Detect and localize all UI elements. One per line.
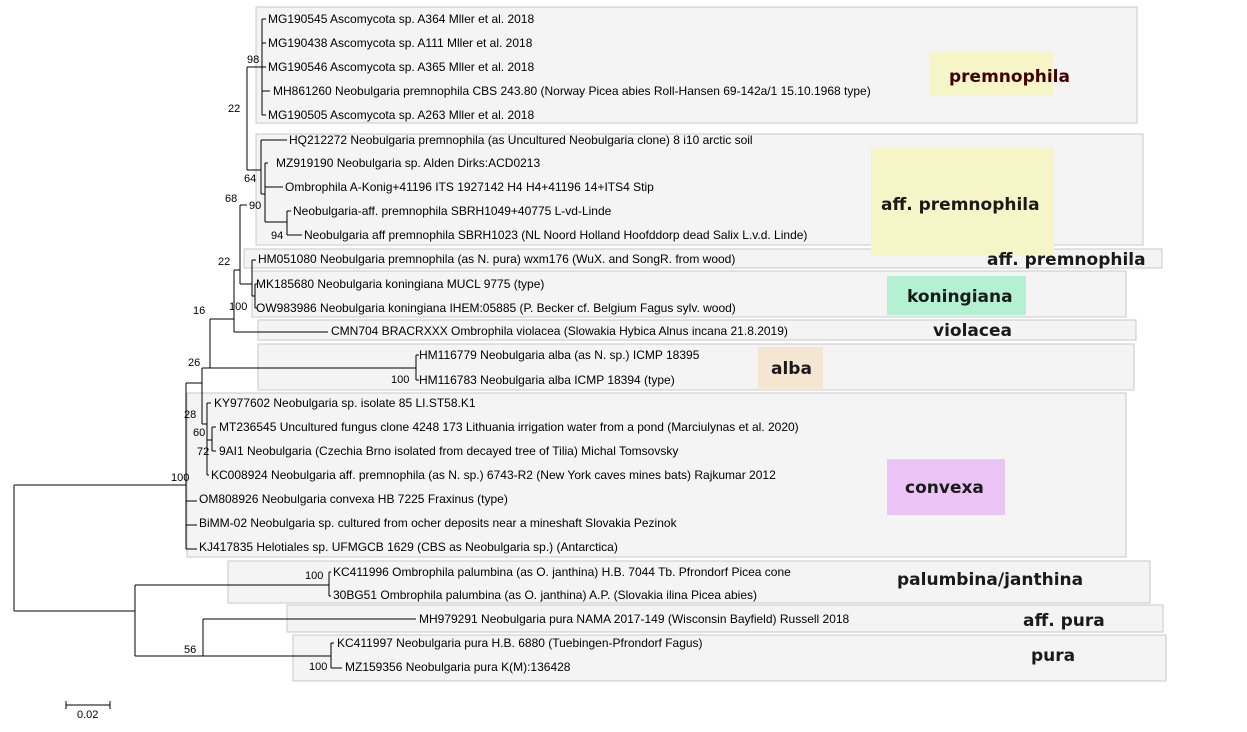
chip-alba	[758, 347, 823, 390]
tip-label: 9AI1 Neobulgaria (Czechia Brno isolated …	[219, 444, 678, 458]
tip-label: OW983986 Neobulgaria koningiana IHEM:058…	[256, 301, 736, 315]
box-palumbina	[227, 560, 1151, 604]
group-label-alba: alba	[771, 359, 812, 379]
bootstrap-value: 90	[249, 200, 261, 212]
tip-label: KC411997 Neobulgaria pura H.B. 6880 (Tue…	[337, 636, 703, 650]
box-pura	[292, 634, 1167, 682]
tip-label: HM051080 Neobulgaria premnophila (as N. …	[258, 252, 735, 266]
bootstrap-value: 56	[184, 644, 196, 656]
tip-label: KC008924 Neobulgaria aff. premnophila (a…	[211, 468, 776, 482]
tip-label: BiMM-02 Neobulgaria sp. cultured from oc…	[199, 516, 678, 530]
bootstrap-value: 28	[184, 409, 196, 421]
tip-label: MZ919190 Neobulgaria sp. Alden Dirks:ACD…	[276, 156, 540, 170]
tip-label: Neobulgaria aff premnophila SBRH1023 (NL…	[304, 228, 807, 242]
chip-premnophila	[929, 51, 1053, 96]
box-aff-pura	[286, 604, 1164, 633]
bootstrap-value: 100	[309, 661, 327, 673]
tip-labels: MG190545 Ascomycota sp. A364 Mller et al…	[199, 12, 871, 674]
bootstrap-value: 16	[193, 305, 205, 317]
tip-label: CMN704 BRACRXXX Ombrophila violacea (Slo…	[331, 324, 788, 338]
bootstrap-value: 100	[229, 301, 247, 313]
tip-label: MK185680 Neobulgaria koningiana MUCL 977…	[256, 277, 544, 291]
scale-bar: 0.02	[65, 701, 111, 721]
tip-label: MG190505 Ascomycota sp. A263 Mller et al…	[268, 108, 534, 122]
bootstrap-value: 100	[305, 570, 323, 582]
group-label-aff-pura: aff. pura	[1023, 611, 1105, 631]
tip-label: KC411996 Ombrophila palumbina (as O. jan…	[333, 565, 791, 579]
group-label-palumbina-janthina: palumbina/janthina	[897, 570, 1083, 590]
group-label-convexa: convexa	[905, 478, 984, 498]
bootstrap-value: 100	[171, 472, 189, 484]
group-chips	[758, 51, 1054, 515]
tip-label: KJ417835 Helotiales sp. UFMGCB 1629 (CBS…	[199, 540, 618, 554]
group-label-pura: pura	[1031, 646, 1075, 666]
tip-label: HM116783 Neobulgaria alba ICMP 18394 (ty…	[419, 373, 675, 387]
tip-label: MZ159356 Neobulgaria pura K(M):136428	[345, 660, 571, 674]
tree-branches	[13, 18, 419, 669]
box-violacea	[257, 319, 1137, 341]
tip-label: Neobulgaria-aff. premnophila SBRH1049+40…	[293, 204, 612, 218]
group-label-aff-premnophila-2: aff. premnophila	[987, 250, 1146, 270]
bootstrap-value: 22	[228, 103, 240, 115]
tip-label: HQ212272 Neobulgaria premnophila (as Unc…	[289, 133, 753, 147]
chip-convexa	[887, 459, 1005, 515]
tip-label: KY977602 Neobulgaria sp. isolate 85 LI.S…	[214, 396, 476, 410]
bootstrap-value: 64	[244, 173, 256, 185]
group-labels: premnophila aff. premnophila aff. premno…	[771, 67, 1146, 666]
tip-label: MG190438 Ascomycota sp. A111 Mller et al…	[268, 36, 533, 50]
bootstrap-value: 72	[197, 446, 209, 458]
group-label-aff-premnophila: aff. premnophila	[881, 195, 1040, 215]
bootstrap-value: 68	[225, 193, 237, 205]
tip-label: HM116779 Neobulgaria alba (as N. sp.) IC…	[419, 348, 700, 362]
bootstrap-value: 26	[188, 357, 200, 369]
tip-label: 30BG51 Ombrophila palumbina (as O. janth…	[333, 588, 757, 602]
bootstrap-value: 60	[193, 427, 205, 439]
group-label-koningiana: koningiana	[907, 287, 1013, 307]
tip-label: MG190546 Ascomycota sp. A365 Mller et al…	[268, 60, 534, 74]
bootstrap-value: 98	[247, 54, 259, 66]
tip-label: MT236545 Uncultured fungus clone 4248 17…	[219, 420, 799, 434]
tip-label: OM808926 Neobulgaria convexa HB 7225 Fra…	[199, 492, 508, 506]
group-label-violacea: violacea	[933, 321, 1012, 341]
chip-aff-premnophila	[871, 147, 1054, 255]
bootstrap-value: 94	[271, 230, 283, 242]
bootstrap-values: 98 22 64 90 94 68 22 100 16 100 26 28 60…	[171, 54, 409, 673]
tip-label: MH861260 Neobulgaria premnophila CBS 243…	[273, 84, 871, 98]
tip-label: MH979291 Neobulgaria pura NAMA 2017-149 …	[419, 612, 850, 626]
tip-label: Ombrophila A-Konig+41196 ITS 1927142 H4 …	[285, 180, 654, 194]
bootstrap-value: 22	[218, 256, 230, 268]
group-label-premnophila: premnophila	[949, 67, 1070, 87]
tip-label: MG190545 Ascomycota sp. A364 Mller et al…	[268, 12, 534, 26]
bootstrap-value: 100	[391, 374, 409, 386]
chip-koningiana	[887, 276, 1026, 315]
box-alba	[257, 343, 1135, 391]
scale-bar-label: 0.02	[77, 709, 98, 721]
